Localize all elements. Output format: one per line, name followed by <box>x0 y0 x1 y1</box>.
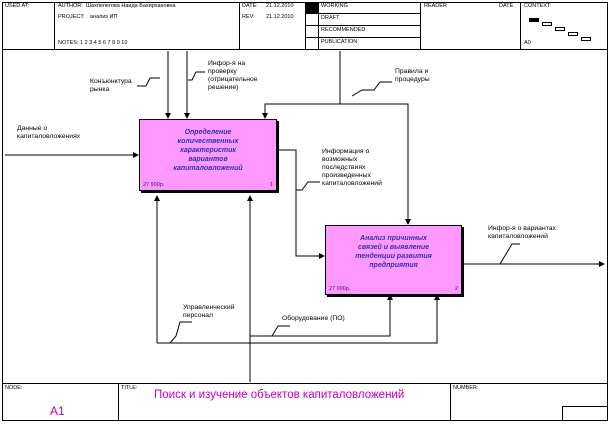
header-divider <box>239 2 240 49</box>
footer-divider <box>450 383 451 421</box>
squiggle <box>137 77 160 87</box>
status-row-line <box>305 37 420 38</box>
author-label: AUTHOR: <box>58 3 83 9</box>
activity-box-2-cost: 27 000р. <box>329 286 351 292</box>
context-node: A0 <box>524 40 531 46</box>
date-value: 21.12.2010 <box>266 3 294 9</box>
arrow-rules-2 <box>340 103 411 225</box>
label-rules: Правила и процедуры <box>395 68 430 83</box>
project-value: анализ ИП <box>90 14 118 20</box>
squiggle <box>169 321 192 344</box>
status-row-line <box>305 25 420 26</box>
label-info-variants: Инфор-я о вариантах капиталовложений <box>488 225 556 240</box>
context-box <box>555 27 565 31</box>
reader-label: READER <box>424 3 447 9</box>
project-label: PROJECT: <box>58 14 85 20</box>
header-bottom-line <box>2 49 608 50</box>
squiggle <box>296 181 320 191</box>
status-working: WORKING <box>321 3 348 9</box>
label-konjunktura: Конъюнктура рынка <box>90 78 132 93</box>
activity-box-1[interactable]: Определение количественных характеристик… <box>139 119 277 191</box>
status-recommended: RECOMMENDED <box>321 27 366 33</box>
header-divider <box>420 2 421 49</box>
footer-number-line <box>562 406 563 421</box>
context-box-active <box>529 18 539 22</box>
context-label: CONTEXT: <box>524 3 552 9</box>
author-value: Шахпелегова Наида Бахирхановна <box>86 3 176 9</box>
label-info-check: Инфор-я на проверку (отрицательное решен… <box>208 60 258 91</box>
title-label: TITLE: <box>121 385 138 391</box>
rev-value: 21.12.2010 <box>266 14 294 20</box>
context-box <box>542 22 552 26</box>
activity-box-1-number: 1 <box>269 182 273 188</box>
node-label: NODE: <box>5 385 23 391</box>
notes-label: NOTES: 1 2 3 4 5 6 7 8 9 10 <box>58 40 128 46</box>
arrow-rules-1 <box>262 51 341 119</box>
used-at-label: USED AT: <box>5 3 30 9</box>
rev-label: REV: <box>242 14 255 20</box>
context-box <box>568 32 578 36</box>
number-label: NUMBER: <box>453 385 479 391</box>
footer-top-line <box>2 383 608 384</box>
squiggle <box>351 81 392 97</box>
context-box <box>581 37 591 41</box>
squiggle <box>188 71 205 81</box>
squiggle <box>262 325 290 337</box>
status-draft: DRAFT <box>321 15 340 21</box>
activity-box-2-number: 2 <box>454 286 458 292</box>
arrow-equipment-2 <box>250 294 393 337</box>
date-label: DATE: <box>242 3 258 9</box>
label-data-cap: Данные о капиталовложениях <box>17 125 81 140</box>
activity-box-2-name: Анализ причинных связей и выявление тенд… <box>355 235 432 269</box>
activity-box-1-name: Определение количественных характеристик… <box>173 129 243 172</box>
status-row-line <box>305 13 420 14</box>
activity-box-2[interactable]: Анализ причинных связей и выявление тенд… <box>325 225 462 295</box>
arrow-info-possible <box>277 149 325 259</box>
squiggle <box>499 243 520 265</box>
label-equipment: Оборудование (ПО) <box>282 315 345 322</box>
label-info-possible: Информация о возможных последствиях прои… <box>322 148 382 187</box>
status-working-marker <box>306 3 318 13</box>
status-publication: PUBLICATION <box>321 39 358 45</box>
label-personnel: Управленческий персонал <box>183 304 235 319</box>
date2-label: DATE <box>499 3 514 9</box>
footer-number-line <box>562 406 608 407</box>
node-value: A1 <box>50 404 65 418</box>
footer-divider <box>118 383 119 421</box>
activity-box-1-cost: 27 900р. <box>143 182 165 188</box>
header-divider <box>520 2 521 49</box>
diagram-title: Поиск и изучение объектов капиталовложен… <box>154 389 405 401</box>
header-divider <box>54 2 55 49</box>
